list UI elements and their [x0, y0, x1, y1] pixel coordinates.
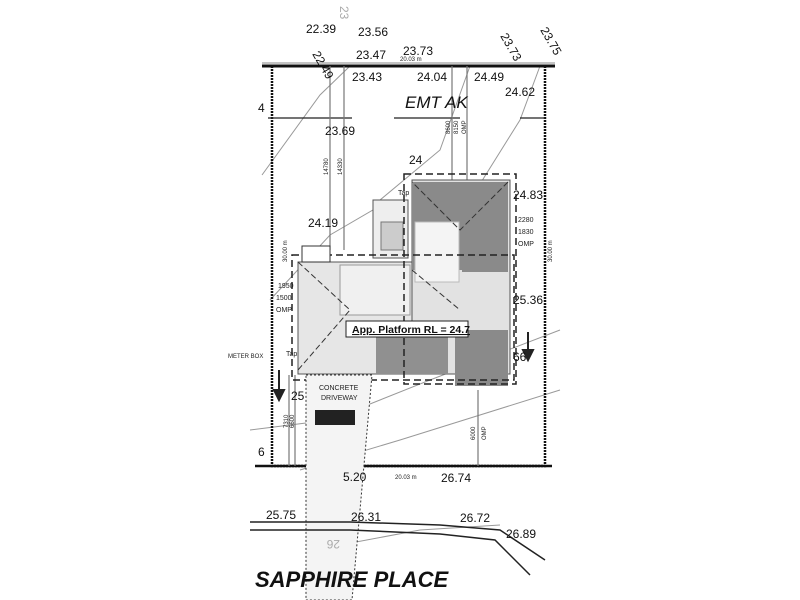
setback-dimension: 7310: [284, 414, 290, 428]
spot-level: 25.36: [513, 293, 543, 307]
driveway-label-1: CONCRETE: [319, 385, 359, 392]
concrete-driveway: CONCRETE DRIVEWAY: [305, 374, 373, 600]
setback-dimension: OMP: [276, 307, 292, 314]
spot-level: 24: [409, 153, 423, 167]
boundary-length: 30.00 m: [283, 240, 289, 262]
setback-dimension: OMP: [518, 241, 534, 248]
setback-dimension: OMP: [482, 426, 488, 440]
spot-level: 66: [513, 350, 527, 364]
setback-lines: [268, 66, 545, 466]
setback-dimension: 14780: [324, 158, 330, 175]
street-kerb: [250, 521, 546, 576]
house-footprint: [291, 173, 517, 386]
driveway-label-2: DRIVEWAY: [321, 395, 358, 402]
platform-label-box: [345, 320, 469, 338]
setback-dimension: 1950: [278, 283, 294, 290]
platform-label: App. Platform RL = 24.7: [352, 324, 470, 336]
tap-label: Tap: [286, 351, 297, 358]
spot-level: 26: [326, 537, 340, 551]
spot-level: 23.56: [358, 25, 388, 39]
spot-level: 23.47: [356, 48, 386, 62]
spot-level: 24.62: [505, 85, 535, 99]
boundary-length: 30.00 m: [548, 240, 554, 262]
tap-label: Tap: [398, 190, 409, 197]
spot-level: 26.31: [351, 510, 381, 524]
setback-dimension: OMP: [462, 120, 468, 134]
spot-level: 25.75: [266, 508, 296, 522]
setback-dimension: 8600: [446, 120, 452, 134]
spot-level: 5.20: [343, 470, 367, 484]
spot-level: 26.72: [460, 511, 490, 525]
street-name: SAPPHIRE PLACE: [255, 567, 449, 592]
spot-levels: 22.39 23.56 23.47 23.73 23.43 24.04 24.4…: [258, 6, 565, 551]
spot-level: 22.39: [306, 22, 336, 36]
spot-level: 24.19: [308, 216, 338, 230]
spot-level: 23.73: [403, 44, 433, 58]
spot-level: 26.74: [441, 471, 471, 485]
meter-box-label: METER BOX: [228, 354, 263, 360]
spot-level: 23: [337, 6, 351, 20]
boundary-length: 20.03 m: [400, 57, 422, 63]
setback-dimension: 14330: [338, 158, 344, 175]
lot-boundary: [255, 62, 555, 468]
spot-level: 24.83: [513, 188, 543, 202]
spot-level: 4: [258, 101, 265, 115]
spot-level: 23.73: [497, 31, 524, 64]
setback-dimensions: 14780 14330 8600 8150 OMP 2280 1830 OMP …: [276, 120, 534, 440]
spot-level: 23.69: [325, 124, 355, 138]
spot-level: 26.89: [506, 527, 536, 541]
setback-dimension: 8150: [454, 120, 460, 134]
setback-dimension: 6600: [290, 414, 296, 428]
boundary-length: 20.03 m: [395, 475, 417, 481]
fall-arrows: [272, 332, 535, 403]
setback-dimension: 2280: [518, 217, 534, 224]
spot-level: 25: [291, 389, 305, 403]
setback-dimension: 1830: [518, 229, 534, 236]
spot-level: 23.43: [352, 70, 382, 84]
spot-level: 24.49: [474, 70, 504, 84]
spot-level: 23.75: [537, 25, 564, 58]
spot-level: 24.04: [417, 70, 447, 84]
setback-dimension: 6000: [471, 426, 477, 440]
spot-level: 6: [258, 445, 265, 459]
setback-dimension: 1500: [276, 295, 292, 302]
easement-label: EMT AK: [405, 93, 468, 112]
